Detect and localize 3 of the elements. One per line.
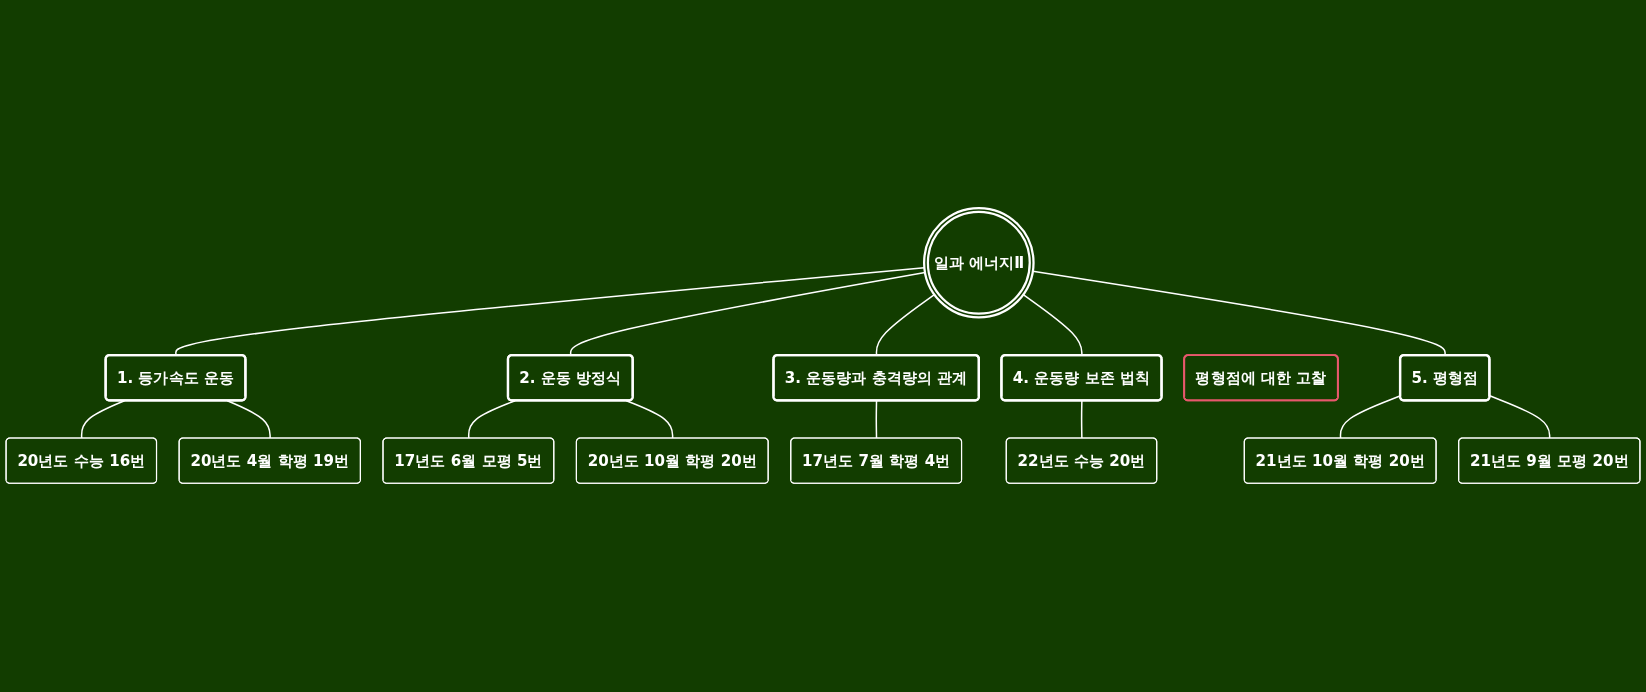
connector — [1489, 395, 1551, 440]
connector — [875, 400, 878, 440]
connector — [1080, 400, 1083, 440]
